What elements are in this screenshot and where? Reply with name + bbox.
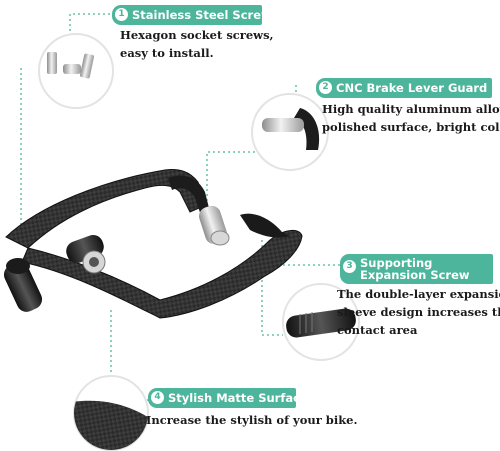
callout-number-4: 4 — [151, 391, 164, 404]
callout-desc-4-line-1: Increase the stylish of your bike. — [146, 413, 358, 427]
carbon-texture-icon — [74, 400, 148, 450]
callout-desc-1-line-2: easy to install. — [120, 46, 214, 60]
callout-badge-1: 1 Stainless Steel Screws — [112, 5, 278, 25]
callout-number-3: 3 — [343, 260, 356, 273]
callout-desc-4: Increase the stylish of your bike. — [146, 411, 358, 429]
callout-desc-3-line-2: sleeve design increases the — [337, 305, 500, 319]
callout-badge-4: 4 Stylish Matte Surfac — [148, 388, 300, 408]
callout-desc-3-line-1: The double-layer expansion — [337, 287, 500, 301]
callout-circle-1 — [38, 33, 114, 109]
callout-title-1: Stainless Steel Screws — [132, 8, 279, 22]
callout-desc-1-line-1: Hexagon socket screws, — [120, 28, 274, 42]
callout-badge-3: 3 Supporting Expansion Screw — [340, 254, 493, 284]
callout-circle-4 — [73, 375, 149, 451]
callout-title-4: Stylish Matte Surfac — [168, 391, 300, 405]
callout-title-2: CNC Brake Lever Guard — [336, 81, 488, 95]
expansion-screw-icon — [286, 308, 356, 338]
callout-desc-1: Hexagon socket screws, easy to install. — [120, 26, 274, 62]
callout-number-1: 1 — [115, 8, 128, 21]
lever-guard-icon — [262, 108, 320, 150]
screw-icon — [47, 52, 95, 79]
callout-desc-3-line-3: contact area — [337, 323, 418, 337]
callout-desc-2-line-2: polished surface, bright color. — [322, 120, 500, 134]
callout-badge-2: 2 CNC Brake Lever Guard — [316, 78, 492, 98]
callout-desc-2-line-1: High quality aluminum alloy, — [322, 102, 500, 116]
callout-circle-3 — [282, 283, 360, 361]
callout-desc-2: High quality aluminum alloy, polished su… — [322, 100, 500, 136]
callout-title-3: Supporting Expansion Screw — [360, 256, 470, 282]
handguard — [3, 169, 303, 319]
callout-number-2: 2 — [319, 81, 332, 94]
callout-desc-3: The double-layer expansion sleeve design… — [337, 285, 500, 339]
callout-circle-2 — [251, 93, 329, 171]
